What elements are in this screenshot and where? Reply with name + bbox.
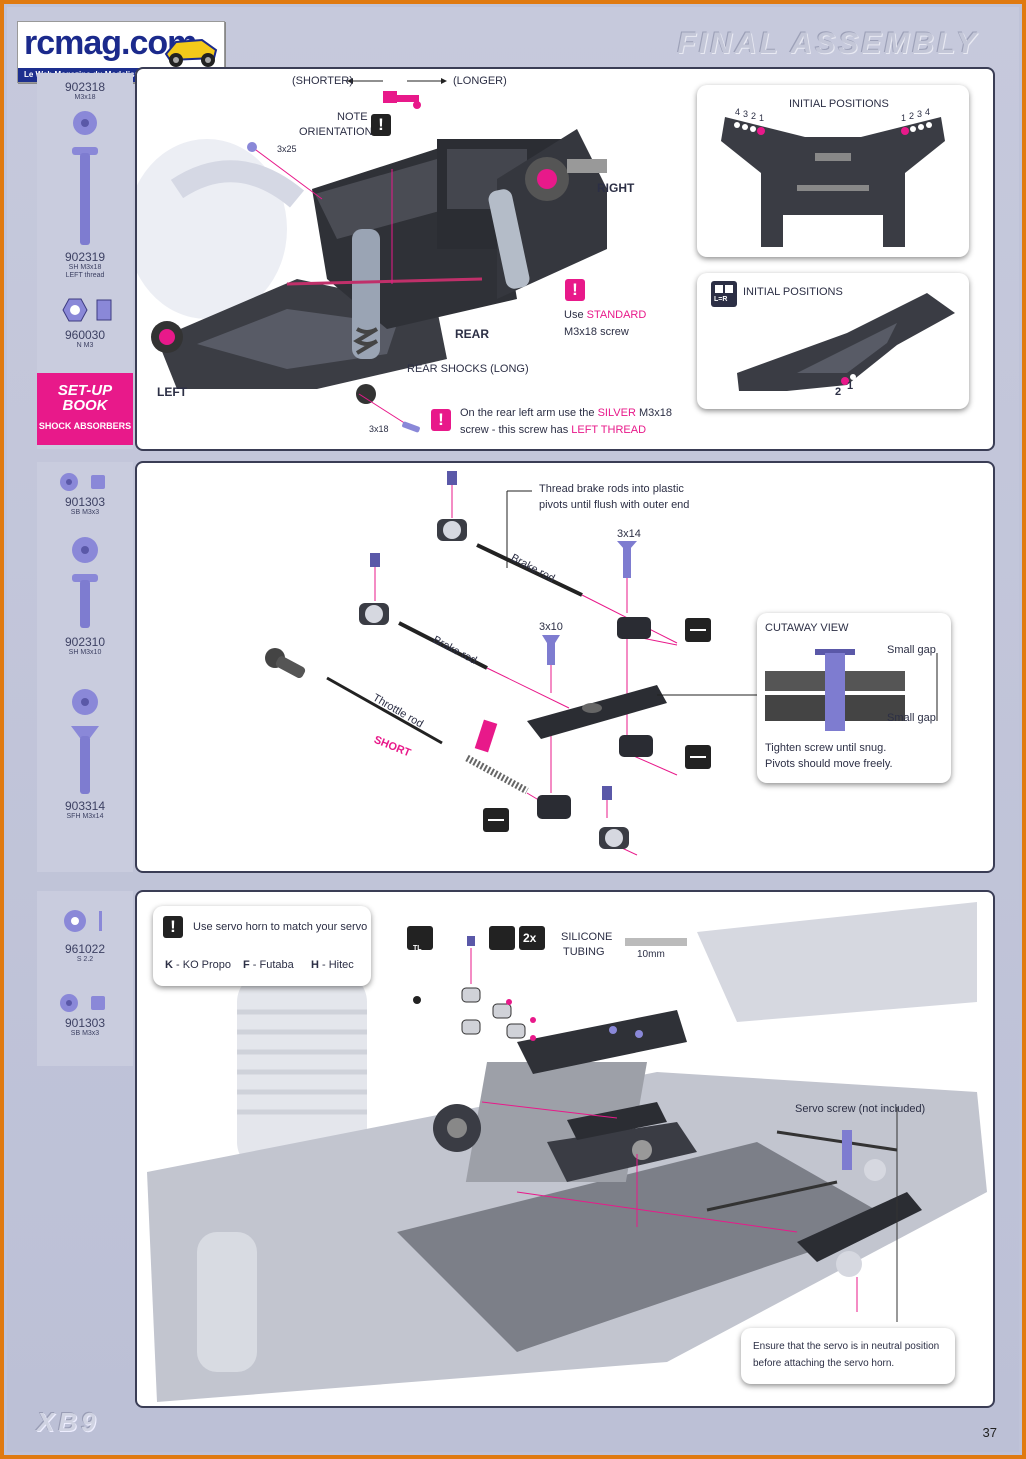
rear-left-note-line1: On the rear left arm use the SILVER M3x1… [460,407,672,419]
tl-icon-label: TL [413,945,422,952]
servo-horn-note: Use servo horn to match your servo [193,921,368,933]
lr-icon-label: L=R [714,296,728,303]
parts-sidebar-step2: 901303 SB M3x3 902310 SH M3x10 903314 SF… [37,462,133,872]
step2-brake-throttle-panel: Thread brake rods into plastic pivots un… [135,461,995,873]
part-961022: 961022 S 2.2 [64,942,106,964]
left-equals-right-icon [711,281,737,307]
part-902318: 902318 M3x18 [64,80,106,102]
use-standard-screw: M3x18 screw [564,326,629,338]
rear-shocks-label: REAR SHOCKS (LONG) [407,363,529,375]
tighten-note-line1: Tighten screw until snug. [765,742,887,754]
screw-sb-m3x3-icon [60,994,105,1012]
parts-sidebar-step1: 902318 M3x18 902319 SH M3x18 LEFT thread… [37,73,133,449]
neutral-note-line1: Ensure that the servo is in neutral posi… [753,1341,940,1352]
cutaway-title: CUTAWAY VIEW [765,622,849,634]
arm-pos-2: 2 [835,386,842,398]
left-thread-warning-icon: ! [431,409,451,431]
small-gap-bottom-label: Small gap [887,712,936,724]
quantity-label: 2x [523,931,537,945]
right-side-label: RIGHT [597,181,635,195]
pos-left-2: 2 [751,111,757,121]
brand-ko-propo: K - KO Propo [165,959,232,971]
pos-right-2: 2 [909,111,915,121]
part-901303: 901303 SB M3x3 [64,495,106,517]
setup-book-badge[interactable]: SET-UP BOOK SHOCK ABSORBERS [37,373,133,445]
thread-note-line1: Thread brake rods into plastic [539,483,684,495]
tube-length-label: 10mm [637,949,665,960]
screw-m3x10-icon [72,537,98,628]
washer-s22-icon [64,910,102,932]
brake-linkage-drawing [265,471,757,856]
rear-label: REAR [455,327,490,341]
page-number: 37 [982,1425,997,1440]
manual-page: rcmag.com Le Web Magazine du Modelisme R… [4,4,1022,1455]
step3-servo-panel: TL 2x SILICONE TUBING 10mm Servo screw (… [135,890,995,1408]
pos-left-1: 1 [759,113,765,123]
servo-horn-callout: ! Use servo horn to match your servo K -… [153,906,371,986]
page-title: FINAL ASSEMBLY [677,27,979,60]
longer-label: (LONGER) [453,75,507,87]
cutaway-view-callout: CUTAWAY VIEW Small gap Small gap Tighten… [757,613,951,783]
part-903314: 903314 SFH M3x14 [64,799,106,821]
arm-pos-1: 1 [847,380,854,392]
silicone-label-1: SILICONE [561,931,613,943]
servo-horn-warning-icon: ! [163,916,183,938]
shock-tower-icon [721,117,945,247]
orientation-label: ORIENTATION [299,126,373,138]
part-902310: 902310 SH M3x10 [64,635,106,657]
suspension-arm-icon [737,293,955,391]
screw-m3x14-icon [71,689,99,794]
shorter-label: (SHORTER) [292,75,353,87]
neutral-note-line2: before attaching the servo horn. [753,1358,895,1369]
buggy-logo-icon [164,38,218,67]
note-warning-icon: ! [371,114,391,136]
initial-positions-arm-title: INITIAL POSITIONS [743,286,843,298]
rear-suspension-drawing [137,78,607,433]
rear-left-note-line2: screw - this screw has LEFT THREAD [460,424,647,436]
pos-right-1: 1 [901,113,907,123]
pos-left-4: 4 [735,107,741,117]
use-standard-note: Use STANDARD [564,309,647,321]
screw-sb-m3x3-icon [60,473,105,491]
parts-sidebar-step3: 961022 S 2.2 901303 SB M3x3 [37,891,133,1066]
initial-positions-title: INITIAL POSITIONS [789,98,889,110]
arrow-icon [483,618,711,832]
nut-m3-icon [62,298,112,322]
small-gap-top-label: Small gap [887,644,936,656]
part-960030: 960030 N M3 [64,328,106,350]
note-label: NOTE [337,111,368,123]
silicone-label-2: TUBING [563,946,605,958]
brand-futaba: F - Futaba [243,959,294,971]
step1-rear-shocks-panel: (SHORTER) (LONGER) NOTE ORIENTATION ! 3x… [135,67,995,451]
shock-tower-positions-callout: INITIAL POSITIONS 4 3 2 1 1 2 3 4 [697,85,969,257]
part-902319: 902319 SH M3x18 LEFT thread [64,250,106,280]
screw-3x25-label: 3x25 [277,144,297,154]
pos-right-4: 4 [925,107,931,117]
pos-left-3: 3 [743,109,749,119]
cutaway-section-icon [765,649,938,731]
tighten-note-line2: Pivots should move freely. [765,758,893,770]
screw-3x18-label: 3x18 [369,424,389,434]
screw-3x14-label: 3x14 [617,528,641,540]
left-side-label: LEFT [157,385,187,399]
pos-right-3: 3 [917,109,923,119]
part-901303-b: 901303 SB M3x3 [64,1016,106,1038]
threadlock-icon [407,926,433,950]
page-background: rcmag.com Le Web Magazine du Modelisme R… [7,7,1019,1452]
arm-positions-callout: L=R INITIAL POSITIONS 2 1 [697,273,969,409]
screw-m3x18-icon [72,111,98,245]
standard-screw-warning-icon: ! [565,279,585,301]
screw-3x10-label: 3x10 [539,621,563,633]
thread-note-line2: pivots until flush with outer end [539,499,690,511]
neutral-position-callout: Ensure that the servo is in neutral posi… [741,1328,955,1384]
brand-hitec: H - Hitec [311,959,354,971]
model-logo: XB9 [37,1407,100,1437]
servo-screw-label: Servo screw (not included) [795,1103,926,1115]
servo-install-drawing [147,902,987,1402]
